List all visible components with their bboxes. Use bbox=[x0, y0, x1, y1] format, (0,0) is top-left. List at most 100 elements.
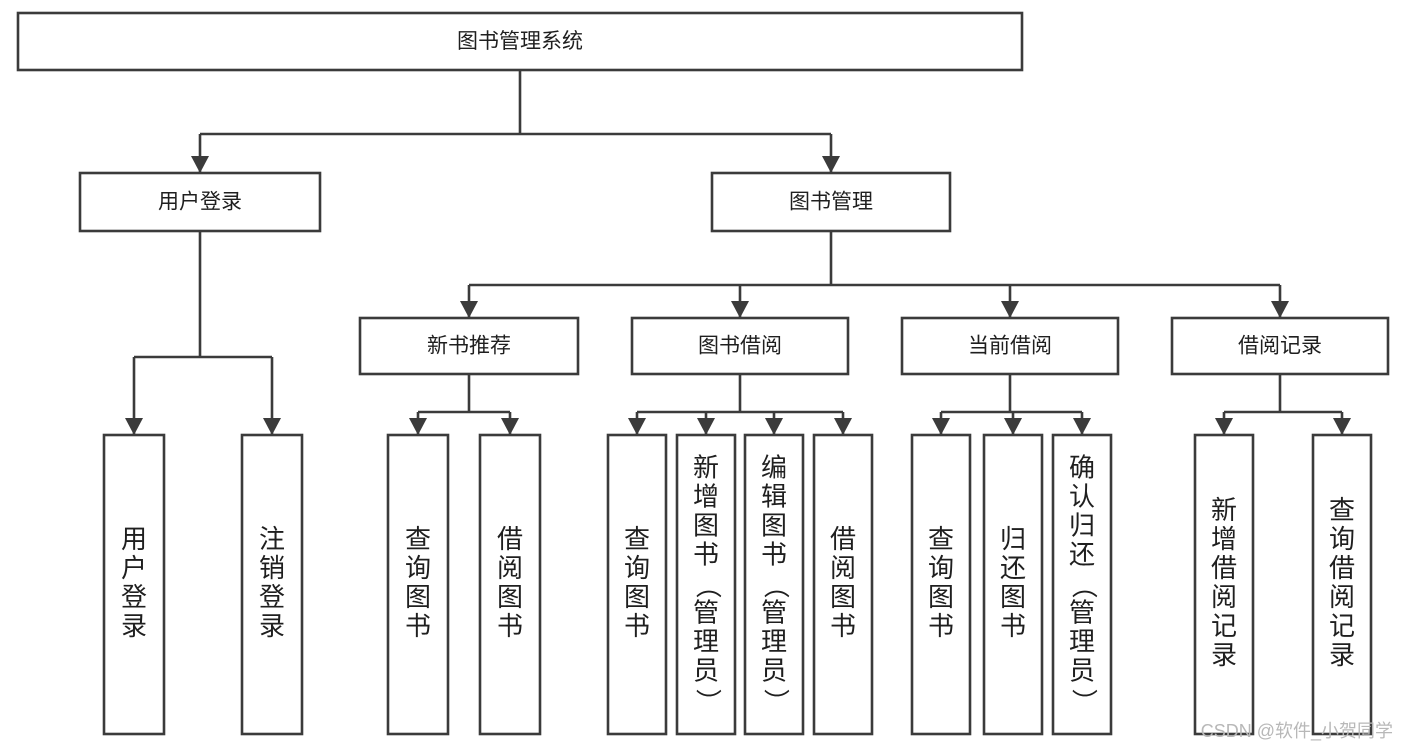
node-box[interactable] bbox=[910, 433, 972, 736]
node-label-char: 图 bbox=[1000, 582, 1026, 612]
node-user-login[interactable]: 用户登录 bbox=[78, 171, 322, 233]
node-root[interactable]: 图书管理系统 bbox=[16, 11, 1024, 72]
node-label-char: 阅 bbox=[1329, 582, 1355, 612]
node-label: 借阅记录 bbox=[1238, 335, 1322, 358]
arrow-head-icon bbox=[822, 156, 840, 173]
node-label: 图书管理 bbox=[789, 191, 873, 214]
node-borrow-record[interactable]: 借阅记录 bbox=[1170, 316, 1390, 376]
node-label-char: 查 bbox=[624, 524, 650, 554]
node-new-book-rec[interactable]: 新书推荐 bbox=[358, 316, 580, 376]
node-label-char: 员 bbox=[761, 655, 787, 685]
node-label-char: 书 bbox=[405, 611, 431, 641]
node-label-char: 询 bbox=[405, 553, 431, 583]
node-label: 图书管理系统 bbox=[457, 30, 583, 53]
node-label-char: （ bbox=[693, 572, 723, 598]
node-label-char: 书 bbox=[761, 539, 787, 569]
connector-layer bbox=[125, 70, 1351, 435]
node-book-manage[interactable]: 图书管理 bbox=[710, 171, 952, 233]
node-label-char: 新 bbox=[693, 452, 719, 482]
node-box[interactable] bbox=[1311, 433, 1373, 736]
node-box[interactable] bbox=[675, 433, 737, 736]
node-box[interactable] bbox=[16, 11, 1024, 72]
node-label-char: 图 bbox=[624, 582, 650, 612]
node-label-char: 询 bbox=[928, 553, 954, 583]
node-book-borrow[interactable]: 图书借阅 bbox=[630, 316, 850, 376]
node-leaf-user-login[interactable]: 用户登录 bbox=[102, 433, 166, 736]
node-label-char: 阅 bbox=[1211, 582, 1237, 612]
arrow-head-icon bbox=[1215, 418, 1233, 435]
node-label-char: 编 bbox=[761, 452, 787, 482]
node-box[interactable] bbox=[478, 433, 542, 736]
node-box[interactable] bbox=[630, 316, 850, 376]
node-box[interactable] bbox=[78, 171, 322, 233]
node-box[interactable] bbox=[606, 433, 668, 736]
node-label-char: 借 bbox=[1211, 553, 1237, 583]
arrow-head-icon bbox=[263, 418, 281, 435]
node-box[interactable] bbox=[1170, 316, 1390, 376]
node-box[interactable] bbox=[743, 433, 805, 736]
node-label-char: 新 bbox=[1211, 495, 1237, 525]
node-label-char: 图 bbox=[830, 582, 856, 612]
node-label-char: 借 bbox=[1329, 553, 1355, 583]
node-box[interactable] bbox=[900, 316, 1120, 376]
node-label-char: 增 bbox=[1211, 524, 1237, 554]
node-box[interactable] bbox=[710, 171, 952, 233]
arrow-head-icon bbox=[765, 418, 783, 435]
node-label: 当前借阅 bbox=[968, 335, 1052, 358]
node-label-char: 书 bbox=[624, 611, 650, 641]
arrow-head-icon bbox=[1271, 301, 1289, 318]
arrow-head-icon bbox=[932, 418, 950, 435]
node-label-char: 阅 bbox=[830, 553, 856, 583]
arrow-head-icon bbox=[191, 156, 209, 173]
arrow-head-icon bbox=[409, 418, 427, 435]
node-label-char: 登 bbox=[121, 582, 147, 612]
node-box[interactable] bbox=[240, 433, 304, 736]
node-box[interactable] bbox=[102, 433, 166, 736]
node-box[interactable] bbox=[812, 433, 874, 736]
node-box[interactable] bbox=[1051, 433, 1113, 736]
node-box[interactable] bbox=[386, 433, 450, 736]
connector-group bbox=[460, 231, 1289, 318]
node-label-char: 借 bbox=[830, 524, 856, 554]
node-label-char: 归 bbox=[1069, 510, 1095, 540]
node-label-char: 书 bbox=[497, 611, 523, 641]
node-label-char: 户 bbox=[121, 553, 147, 583]
node-label-char: 图 bbox=[693, 510, 719, 540]
node-label-char: 员 bbox=[693, 655, 719, 685]
arrow-head-icon bbox=[1333, 418, 1351, 435]
node-label-char: 管 bbox=[761, 597, 787, 627]
node-label-char: 销 bbox=[259, 553, 285, 583]
node-label-char: 认 bbox=[1069, 481, 1095, 511]
node-box[interactable] bbox=[1193, 433, 1255, 736]
node-label-char: 查 bbox=[1329, 495, 1355, 525]
connector-group bbox=[191, 70, 840, 173]
connector-group bbox=[932, 374, 1091, 435]
node-label-char: （ bbox=[1069, 572, 1099, 598]
node-box[interactable] bbox=[982, 433, 1044, 736]
node-label: 用户登录 bbox=[121, 524, 147, 641]
node-current-borrow[interactable]: 当前借阅 bbox=[900, 316, 1120, 376]
node-box[interactable] bbox=[358, 316, 580, 376]
node-label-char: 确 bbox=[1069, 452, 1095, 482]
node-label-char: 书 bbox=[928, 611, 954, 641]
